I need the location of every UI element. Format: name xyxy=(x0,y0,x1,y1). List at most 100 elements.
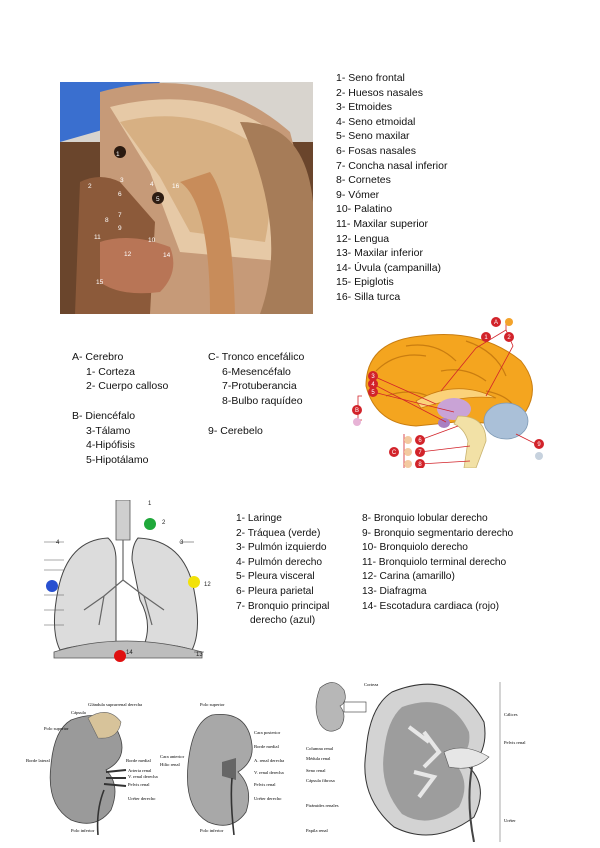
kidney-a-illustration: Polo superior Cápsula Glándula suprarren… xyxy=(26,702,158,836)
list-item: 3- Pulmón izquierdo xyxy=(236,542,327,554)
kidney-label: Médula renal xyxy=(306,756,331,761)
photo-number: 2 xyxy=(88,183,92,190)
kidney-label: Cápsula xyxy=(71,710,86,715)
kidney-label: Uréter derecho xyxy=(254,796,282,801)
marker-label: 7 xyxy=(418,450,422,456)
lungs-illustration: 1 2 3 4 12 13 14 xyxy=(44,499,211,662)
list-item: 1- Seno frontal xyxy=(336,72,405,84)
diagram-number: 3 xyxy=(180,540,184,546)
kidney-label: Cara posterior xyxy=(254,730,281,735)
list-item: 7- Bronquio principal xyxy=(236,600,330,612)
list-item: 10- Bronquiolo derecho xyxy=(362,542,468,554)
marker-label: 6 xyxy=(418,438,422,444)
list-item: 7- Concha nasal inferior xyxy=(336,159,448,172)
list-item: 4- Pulmón derecho xyxy=(236,556,323,568)
photo-number: 16 xyxy=(172,183,180,190)
kidney-label: Pelvis renal xyxy=(504,740,526,745)
photo-number: 6 xyxy=(118,191,122,198)
photo-number: 8 xyxy=(105,217,109,224)
group-title: C- Tronco encefálico xyxy=(208,351,305,363)
marker-label: 1 xyxy=(484,335,488,341)
list-item: 1- Laringe xyxy=(236,513,282,524)
kidney-label: A. renal derecha xyxy=(254,758,284,763)
list-item: 7-Protuberancia xyxy=(222,380,297,393)
list-item: 6-Mesencéfalo xyxy=(222,365,291,378)
list-item: 5- Pleura visceral xyxy=(236,571,315,583)
diagram-number: 12 xyxy=(204,582,211,588)
head-label-list: 1- Seno frontal 2- Huesos nasales 3- Etm… xyxy=(336,71,447,305)
diagram-number: 13 xyxy=(196,652,203,658)
marker-label: C xyxy=(392,450,397,456)
list-item: 2- Huesos nasales xyxy=(336,86,423,99)
list-item: 12- Lengua xyxy=(336,232,390,245)
brain-diagram: A 1 2 B 3 4 5 6 7 8 C xyxy=(346,316,554,469)
kidney-label: Arteria renal xyxy=(128,768,152,773)
kidney-label: Polo superior xyxy=(200,702,225,707)
lungs-diagram: 1 2 3 4 12 13 14 xyxy=(44,499,212,668)
list-item: 14- Escotadura cardiaca (rojo) xyxy=(362,600,500,612)
list-item: 8- Bronquio lobular derecho xyxy=(362,513,488,524)
marker-label: 8 xyxy=(418,462,422,468)
kidney-label: Papila renal xyxy=(306,828,329,833)
kidney-label: V. renal derecha xyxy=(128,774,158,779)
marker-label: 2 xyxy=(507,335,511,341)
list-item: 2- Cuerpo calloso xyxy=(86,380,169,393)
list-item: 11- Bronquiolo terminal derecho xyxy=(362,556,507,568)
diagram-number: 14 xyxy=(126,650,133,656)
list-item: 9- Bronquio segmentario derecho xyxy=(362,527,514,539)
list-item: 6- Pleura parietal xyxy=(236,585,314,597)
kidney-label: Corteza xyxy=(364,682,378,687)
list-item: 11- Maxilar superior xyxy=(336,217,429,230)
photo-number: 4 xyxy=(150,181,154,188)
kidney-diagram-b: Polo superior Cara posterior Borde media… xyxy=(160,700,300,836)
kidney-label: Uréter derecho xyxy=(128,796,156,801)
list-item: 3-Tálamo xyxy=(86,424,131,437)
list-item: 4- Seno etmoidal xyxy=(336,115,416,128)
brain-illustration: A 1 2 B 3 4 5 6 7 8 C xyxy=(352,317,544,469)
kidney-label: Hilio renal xyxy=(160,762,180,767)
list-item: 8-Bulbo raquídeo xyxy=(222,394,303,407)
diagram-number: 1 xyxy=(148,501,152,507)
diagram-number: 4 xyxy=(56,540,60,546)
list-item: 10- Palatino xyxy=(336,203,393,216)
list-item: 1- Corteza xyxy=(86,365,136,378)
list-item: 13- Maxilar inferior xyxy=(336,247,423,260)
list-item: 5-Hipotálamo xyxy=(86,453,149,466)
photo-number: 11 xyxy=(94,234,101,241)
kidney-label: Polo inferior xyxy=(71,828,95,833)
marker-label: 5 xyxy=(371,390,375,396)
kidney-section-illustration: Corteza Columna renal Médula renal Seno … xyxy=(306,682,526,843)
marker-label: B xyxy=(355,408,359,414)
kidney-label: Pirámides renales xyxy=(306,803,339,808)
group-title: B- Diencéfalo xyxy=(72,410,136,422)
kidney-label: Borde lateral xyxy=(26,758,51,763)
kidney-label: Cálices xyxy=(504,712,518,717)
list-item: 12- Carina (amarillo) xyxy=(362,571,455,583)
head-photo-illustration: 1 2 3 4 5 6 7 8 9 10 11 12 14 15 16 xyxy=(60,82,313,314)
list-item: 15- Epiglotis xyxy=(336,276,394,289)
kidney-label: Cápsula fibrosa xyxy=(306,778,335,783)
marker-red-cardiac-notch xyxy=(114,650,126,662)
photo-number: 7 xyxy=(118,212,122,219)
brain-group-c: C- Tronco encefálico 6-Mesencéfalo 7-Pro… xyxy=(208,350,304,408)
list-item: 2- Tráquea (verde) xyxy=(236,527,321,539)
diagram-number: 2 xyxy=(162,520,166,526)
list-item: derecho (azul) xyxy=(250,615,316,627)
marker-label: 3 xyxy=(371,374,375,380)
list-item: 8- Cornetes xyxy=(336,174,391,187)
marker-yellow-carina xyxy=(188,576,200,588)
list-item: 9- Cerebelo xyxy=(208,425,263,437)
photo-number: 3 xyxy=(120,177,124,184)
kidney-diagram-a: Polo superior Cápsula Glándula suprarren… xyxy=(26,700,176,836)
kidney-label: Cara anterior xyxy=(160,754,185,759)
kidney-label: Pelvis renal xyxy=(128,782,150,787)
marker-green-trachea xyxy=(144,518,156,530)
list-item: 4-Hipófisis xyxy=(86,439,136,452)
kidney-label: Glándula suprarrenal derecha xyxy=(88,702,142,707)
list-item: 6- Fosas nasales xyxy=(336,144,416,157)
list-item: 16- Silla turca xyxy=(336,290,401,303)
kidney-b-illustration: Polo superior Cara posterior Borde media… xyxy=(160,702,284,836)
kidney-label: Columna renal xyxy=(306,746,334,751)
photo-number: 12 xyxy=(124,251,132,258)
photo-number: 5 xyxy=(156,196,160,203)
